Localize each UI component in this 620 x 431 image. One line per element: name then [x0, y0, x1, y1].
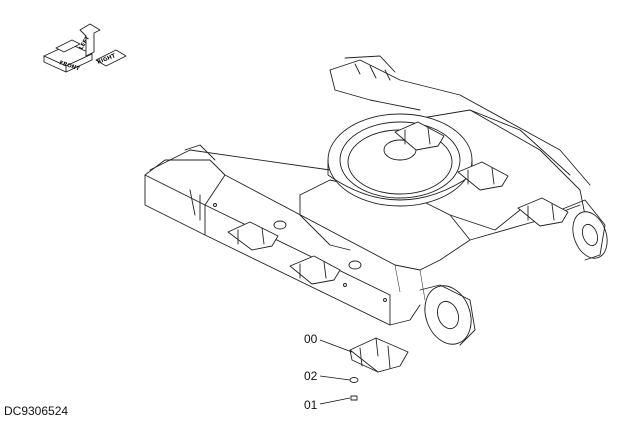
exploded-guard-part — [349, 337, 409, 373]
leader-line-02 — [319, 375, 351, 381]
callout-label-01: 01 — [304, 398, 318, 412]
washer-part — [349, 377, 359, 383]
track-guard-bracket-3 — [394, 121, 445, 151]
track-guard-bracket-5 — [517, 197, 569, 227]
orientation-arrow-icon: FRONT LEFT RIGHT — [43, 23, 127, 72]
leader-line-00 — [319, 339, 353, 353]
track-guard-bracket-1 — [227, 221, 279, 251]
drawing-code: DC9306524 — [4, 404, 69, 418]
leader-line-01 — [319, 397, 351, 405]
callout-label-02: 02 — [304, 369, 318, 383]
track-guard-bracket-2 — [289, 255, 341, 285]
callout-label-00: 00 — [304, 332, 318, 346]
bolt-part — [350, 395, 358, 401]
track-guard-bracket-4 — [457, 161, 509, 191]
